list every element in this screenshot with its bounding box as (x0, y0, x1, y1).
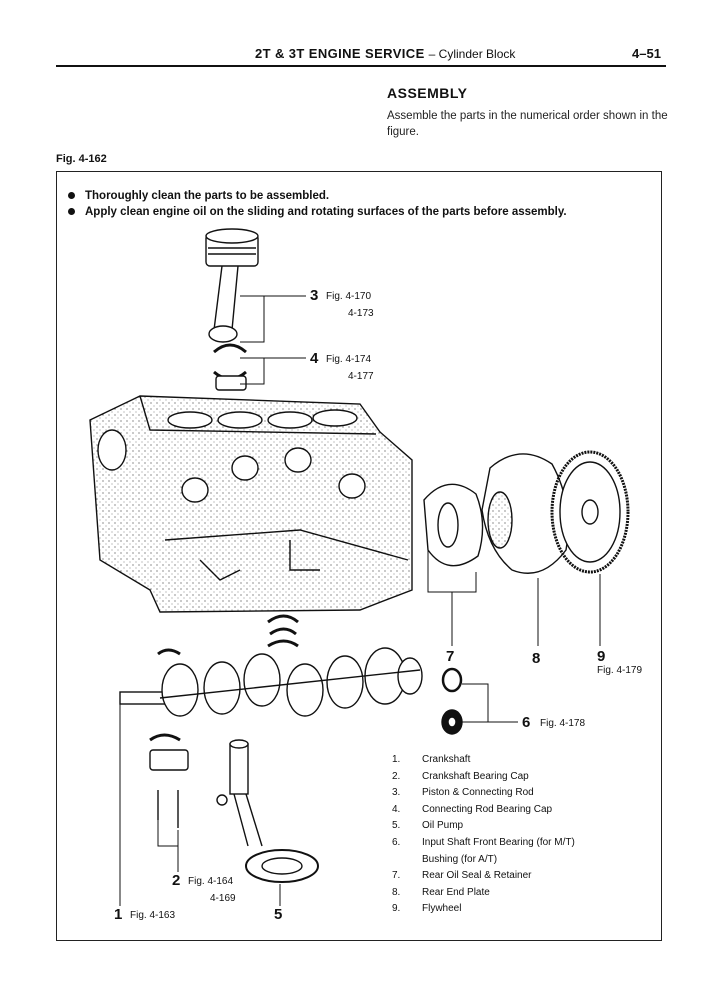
input-shaft-bearing-part (441, 667, 463, 735)
page-number: 4–51 (632, 46, 661, 61)
bullet-icon (68, 208, 75, 216)
header-title: 2T & 3T ENGINE SERVICE (255, 46, 425, 61)
callout-8-number: 8 (532, 650, 541, 667)
callout-3-number: 3 (310, 287, 319, 304)
legend-item: 9.Flywheel (392, 903, 462, 915)
crankshaft-part (119, 647, 423, 717)
callout-9-ref: Fig. 4-179 (597, 665, 643, 676)
legend-item: 5.Oil Pump (392, 820, 464, 832)
oil-pump-part (216, 739, 319, 883)
callout-7-number: 7 (446, 648, 455, 665)
flywheel-part (550, 450, 630, 574)
assembly-text: Assemble the parts in the numerical orde… (387, 110, 668, 138)
bullet-icon (68, 192, 75, 200)
piston-connecting-rod-part (205, 228, 259, 343)
callout-6-number: 6 (522, 714, 531, 731)
leader-lines (119, 295, 601, 906)
main-bearing-parts (157, 614, 299, 656)
cylinder-block-part (89, 395, 413, 613)
callout-5-number: 5 (274, 906, 283, 923)
legend-item: 1.Crankshaft (392, 754, 471, 765)
figure-label: Fig. 4-162 (56, 153, 107, 165)
callout-1-number: 1 (114, 906, 123, 923)
crankshaft-bearing-cap-part (149, 733, 189, 828)
callout-4-ref-range: 4-177 (348, 371, 374, 382)
callout-9-number: 9 (597, 648, 606, 665)
callout-4-number: 4 (310, 350, 319, 367)
callout-2-ref: Fig. 4-164 (188, 876, 234, 887)
figure-frame (56, 171, 662, 941)
legend-item: 3.Piston & Connecting Rod (392, 787, 534, 799)
parts-legend: 1.Crankshaft 2.Crankshaft Bearing Cap 3.… (392, 752, 575, 918)
header-rule (56, 65, 666, 67)
assembly-title: ASSEMBLY (387, 85, 468, 101)
callout-4-ref: Fig. 4-174 (326, 354, 372, 365)
rear-end-plate-part (481, 453, 569, 574)
note-item: Thoroughly clean the parts to be assembl… (68, 190, 329, 202)
callout-3-ref: Fig. 4-170 (326, 291, 372, 302)
connecting-rod-bearing-cap-part (213, 343, 247, 391)
page-header: 2T & 3T ENGINE SERVICE – Cylinder Block (255, 46, 515, 61)
legend-item: 7.Rear Oil Seal & Retainer (392, 870, 532, 882)
callout-1-ref: Fig. 4-163 (130, 910, 176, 921)
callout-6-ref: Fig. 4-178 (540, 718, 586, 729)
rear-oil-seal-retainer-part (423, 483, 484, 567)
note-item: Apply clean engine oil on the sliding an… (68, 206, 567, 218)
legend-item: Bushing (for A/T) (422, 853, 498, 865)
legend-item: 8.Rear End Plate (392, 886, 490, 898)
legend-item: 4.Connecting Rod Bearing Cap (392, 803, 553, 815)
callout-2-ref-range: 4-169 (210, 893, 236, 904)
callout-2-number: 2 (172, 872, 181, 889)
header-subtitle: – Cylinder Block (428, 47, 516, 61)
legend-item: 2.Crankshaft Bearing Cap (392, 770, 529, 782)
legend-item: 6.Input Shaft Front Bearing (for M/T) (392, 836, 575, 848)
callout-3-ref-range: 4-173 (348, 308, 374, 319)
